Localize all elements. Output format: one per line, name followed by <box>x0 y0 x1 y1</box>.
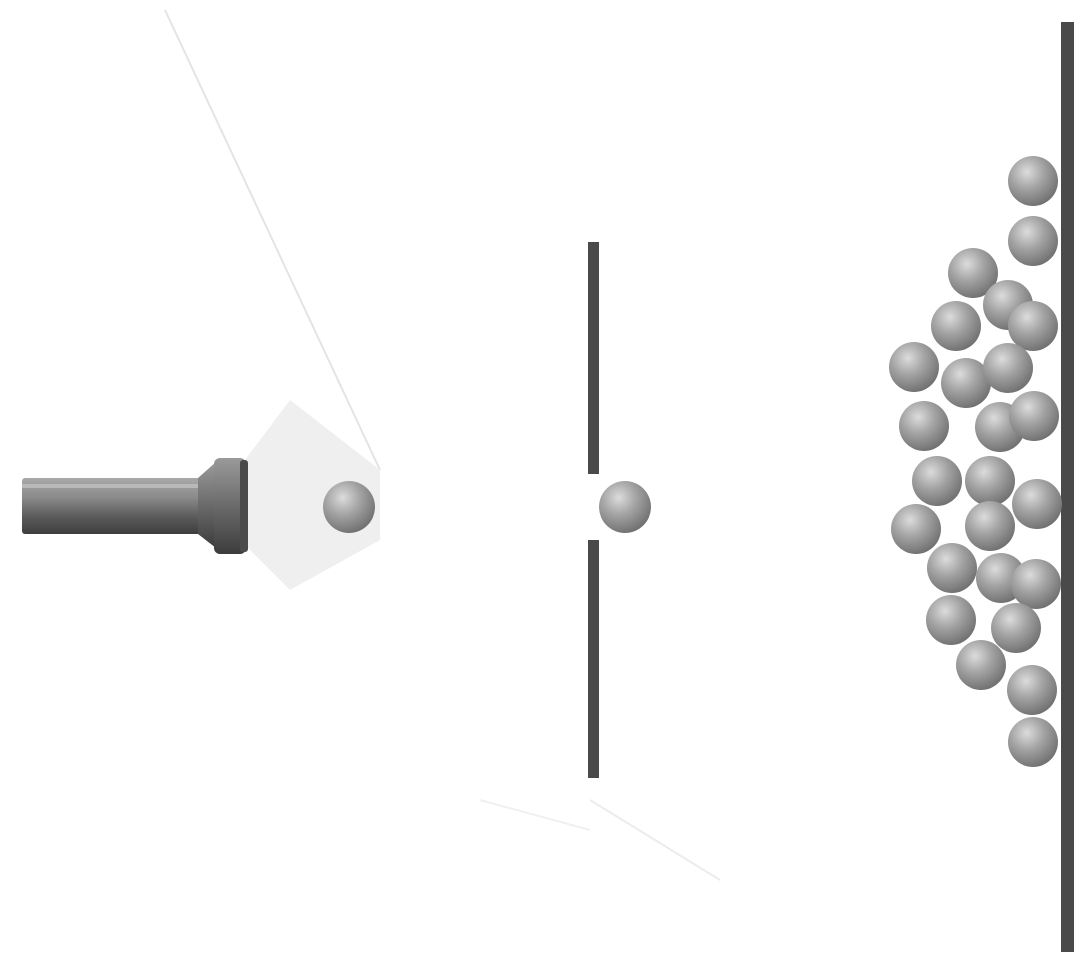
screen-particle-15 <box>1012 479 1062 529</box>
screen-particle-23 <box>956 640 1006 690</box>
screen-particle-9 <box>983 343 1033 393</box>
beam-line-upper <box>165 10 380 470</box>
screen-particle-17 <box>965 501 1015 551</box>
screen-particle-10 <box>899 401 949 451</box>
flashlight-neck <box>198 462 216 548</box>
screen-particle-1 <box>1008 156 1058 206</box>
screen-particle-21 <box>926 595 976 645</box>
screen-particle-18 <box>927 543 977 593</box>
barrier-upper <box>588 242 599 474</box>
screen-particle-5 <box>931 301 981 351</box>
flashlight-lens <box>240 460 248 552</box>
screen-particle-16 <box>891 504 941 554</box>
slit-barrier <box>588 242 599 778</box>
screen-particle-6 <box>1008 301 1058 351</box>
beam-line-lower <box>590 800 720 880</box>
screen-particle-22 <box>991 603 1041 653</box>
screen-particle-24 <box>1007 665 1057 715</box>
particle-emitted <box>323 481 375 533</box>
screen-particle-13 <box>912 456 962 506</box>
screen-particle-25 <box>1008 717 1058 767</box>
barrier-lower <box>588 540 599 778</box>
screen-particle-7 <box>889 342 939 392</box>
beam-line-lower-2 <box>480 800 590 830</box>
particle-in-slit <box>599 481 651 533</box>
screen-particle-cluster <box>889 156 1062 767</box>
screen-particle-12 <box>1009 391 1059 441</box>
detector-screen <box>1061 22 1074 952</box>
flashlight-icon <box>22 458 248 554</box>
screen-particle-20 <box>1011 559 1061 609</box>
screen-particle-14 <box>965 456 1015 506</box>
screen-particle-2 <box>1008 216 1058 266</box>
flashlight-barrel-highlight <box>22 484 202 488</box>
